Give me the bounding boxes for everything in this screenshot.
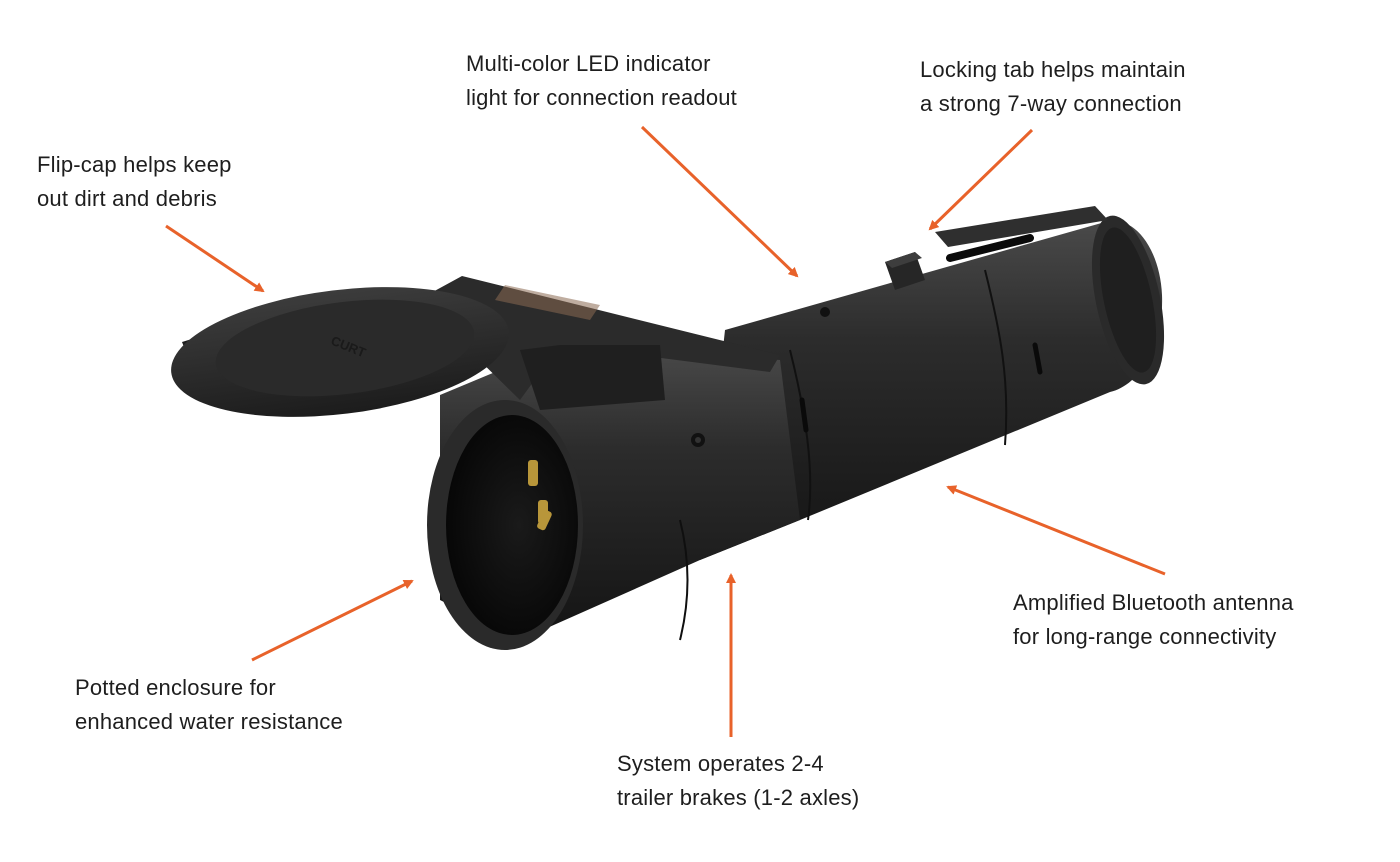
arrow-led xyxy=(640,125,799,278)
tube-slot xyxy=(1032,342,1043,375)
rear-tube xyxy=(700,220,1163,560)
callout-antenna-line1: Amplified Bluetooth antenna xyxy=(1013,590,1294,615)
hinge-housing xyxy=(418,276,780,400)
rear-tube-rim xyxy=(1099,227,1157,373)
tube-seam-2 xyxy=(789,349,812,521)
label-plate xyxy=(495,285,600,320)
callout-flip-cap-line2: out dirt and debris xyxy=(37,186,217,211)
body-screw-inner xyxy=(695,437,701,443)
arrow-locking xyxy=(928,128,1034,231)
callout-brakes-line2: trailer brakes (1-2 axles) xyxy=(617,785,860,810)
callout-flip-cap: Flip-cap helps keep out dirt and debris xyxy=(37,148,232,216)
locking-tab-top xyxy=(885,252,922,268)
pin-1 xyxy=(528,460,538,486)
flip-cap-face xyxy=(215,299,475,397)
callout-potted-enclosure: Potted enclosure for enhanced water resi… xyxy=(75,671,343,739)
callout-antenna: Amplified Bluetooth antenna for long-ran… xyxy=(1013,586,1294,654)
callout-locking-tab: Locking tab helps maintain a strong 7-wa… xyxy=(920,53,1186,121)
callout-potted-line2: enhanced water resistance xyxy=(75,709,343,734)
callout-locking-tab-line1: Locking tab helps maintain xyxy=(920,57,1186,82)
tube-slot-2 xyxy=(799,397,809,433)
hinge-block xyxy=(520,345,665,410)
callout-brakes: System operates 2-4 trailer brakes (1-2 … xyxy=(617,747,859,815)
locking-rail xyxy=(935,206,1108,247)
arrow-antenna xyxy=(946,485,1166,576)
callout-antenna-line2: for long-range connectivity xyxy=(1013,624,1277,649)
callout-led: Multi-color LED indicator light for conn… xyxy=(466,47,737,115)
arrow-potted xyxy=(251,579,414,662)
connector-mouth xyxy=(446,415,578,635)
callout-locking-tab-line2: a strong 7-way connection xyxy=(920,91,1182,116)
callout-brakes-line1: System operates 2-4 xyxy=(617,751,824,776)
tube-seam xyxy=(984,269,1008,446)
arrow-group xyxy=(165,125,1166,737)
connector-body xyxy=(418,206,1165,650)
arrow-flip-cap xyxy=(165,224,265,293)
callout-led-line1: Multi-color LED indicator xyxy=(466,51,711,76)
callout-potted-line1: Potted enclosure for xyxy=(75,675,276,700)
locking-slot xyxy=(946,234,1034,262)
pin-3 xyxy=(537,510,552,531)
flip-cap: CURT xyxy=(171,287,509,417)
front-seam xyxy=(679,519,689,641)
callout-flip-cap-line1: Flip-cap helps keep xyxy=(37,152,232,177)
led-screw xyxy=(820,307,830,317)
callout-led-line2: light for connection readout xyxy=(466,85,737,110)
